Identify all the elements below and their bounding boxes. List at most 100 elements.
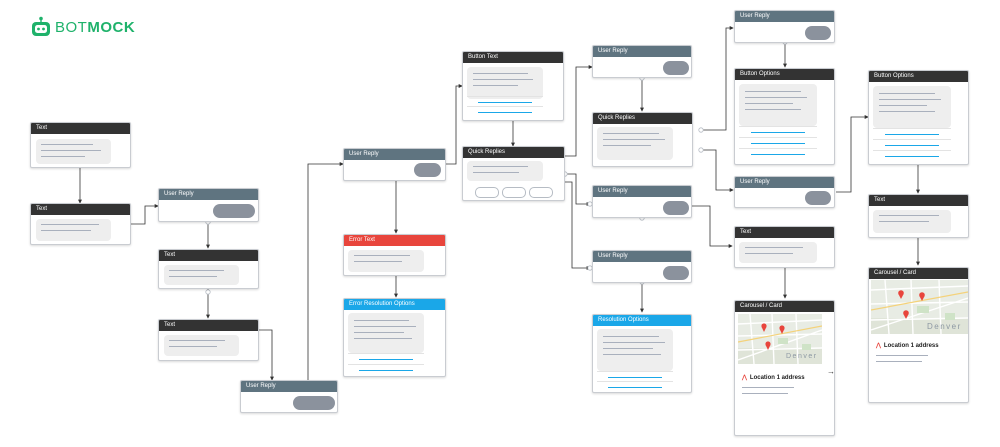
- option-button[interactable]: [597, 371, 673, 383]
- node-text[interactable]: Text: [30, 203, 131, 245]
- map-image: Denver: [738, 314, 822, 364]
- node-title: Button Options: [735, 69, 834, 80]
- text-line: [603, 133, 659, 134]
- text-line: [603, 145, 651, 146]
- text-line: [473, 172, 519, 173]
- node-button-options[interactable]: Button Options: [868, 70, 969, 165]
- location-pin-icon: ⋀: [742, 375, 747, 381]
- text-line: [169, 270, 224, 271]
- quick-reply-chip[interactable]: [529, 187, 553, 198]
- option-button[interactable]: [739, 148, 817, 160]
- node-carousel-card[interactable]: Carousel / Card Denver ⋀Location 1 addre…: [734, 300, 835, 436]
- quick-reply-chip[interactable]: [475, 187, 499, 198]
- node-title: User Reply: [593, 251, 691, 262]
- connector: [565, 181, 591, 270]
- text-line: [879, 221, 929, 222]
- option-button[interactable]: [467, 106, 543, 118]
- node-error-resolution[interactable]: Error Resolution Options: [343, 298, 446, 377]
- text-line: [876, 361, 922, 362]
- robot-icon: [32, 16, 50, 36]
- text-line: [41, 230, 91, 231]
- option-button[interactable]: [348, 364, 424, 376]
- node-text[interactable]: Text: [158, 249, 259, 289]
- node-carousel-card[interactable]: Carousel / Card Denver ⋀Location 1 addre…: [868, 267, 969, 403]
- message-bubble: [348, 313, 424, 353]
- text-line: [41, 150, 101, 151]
- text-line: [879, 99, 941, 100]
- node-button-options[interactable]: Button Options: [734, 68, 835, 165]
- text-line: [354, 326, 416, 327]
- text-line: [354, 255, 410, 256]
- reply-pill: [213, 204, 255, 218]
- text-line: [41, 224, 99, 225]
- node-text[interactable]: Text: [868, 194, 969, 238]
- text-line: [169, 340, 225, 341]
- reply-pill: [293, 396, 335, 410]
- option-button[interactable]: [597, 381, 673, 392]
- node-quick-replies[interactable]: Quick Replies: [592, 112, 693, 167]
- text-line: [603, 342, 665, 343]
- node-title: Text: [31, 204, 130, 215]
- option-button[interactable]: [873, 128, 951, 140]
- quick-reply-chip[interactable]: [502, 187, 526, 198]
- text-line: [745, 91, 801, 92]
- text-line: [169, 276, 217, 277]
- option-button[interactable]: [739, 137, 817, 149]
- connector: [131, 204, 159, 225]
- svg-text:Denver: Denver: [927, 322, 962, 331]
- option-button[interactable]: [467, 96, 543, 108]
- node-user-reply[interactable]: User Reply: [592, 45, 692, 78]
- node-button-text[interactable]: Button Text: [462, 51, 564, 121]
- node-title: Button Text: [463, 52, 563, 63]
- node-user-reply[interactable]: User Reply: [343, 148, 446, 181]
- option-button[interactable]: [873, 139, 951, 151]
- node-user-reply[interactable]: User Reply: [592, 185, 692, 218]
- text-line: [745, 109, 801, 110]
- node-title: Carousel / Card: [869, 268, 968, 279]
- node-title: Carousel / Card: [735, 301, 834, 312]
- node-title: Error Text: [344, 235, 445, 246]
- svg-text:Denver: Denver: [786, 353, 818, 360]
- node-text[interactable]: Text: [158, 319, 259, 361]
- node-error-text[interactable]: Error Text: [343, 234, 446, 276]
- option-button[interactable]: [873, 150, 951, 162]
- text-line: [354, 261, 402, 262]
- node-title: Quick Replies: [463, 147, 564, 158]
- location-address: Location 1 address: [883, 343, 939, 349]
- text-line: [745, 253, 793, 254]
- text-line: [41, 156, 85, 157]
- node-title: Button Options: [869, 71, 968, 82]
- node-user-reply[interactable]: User Reply: [734, 176, 835, 208]
- text-line: [742, 387, 794, 388]
- node-title: User Reply: [735, 177, 834, 188]
- node-quick-replies[interactable]: Quick Replies: [462, 146, 565, 201]
- node-title: User Reply: [735, 11, 834, 22]
- node-text[interactable]: Text: [734, 226, 835, 268]
- node-title: Text: [735, 227, 834, 238]
- location-title: ⋀Location 1 address: [876, 342, 939, 349]
- option-button[interactable]: [739, 126, 817, 138]
- message-bubble: [467, 161, 543, 181]
- text-line: [603, 348, 653, 349]
- option-button[interactable]: [348, 353, 424, 365]
- text-line: [745, 103, 793, 104]
- node-resolution-options[interactable]: Resolution Options: [592, 314, 692, 393]
- reply-pill: [663, 201, 689, 215]
- node-title: Text: [159, 320, 258, 331]
- node-user-reply[interactable]: User Reply: [592, 250, 692, 283]
- node-title: Error Resolution Options: [344, 299, 445, 310]
- node-text[interactable]: Text: [30, 122, 131, 168]
- brand-word-bot: BOT: [55, 18, 88, 36]
- message-bubble: [164, 265, 239, 285]
- text-line: [473, 85, 518, 86]
- next-arrow-icon[interactable]: →: [827, 367, 835, 376]
- node-user-reply[interactable]: User Reply: [240, 380, 338, 413]
- message-bubble: [36, 139, 111, 164]
- connector: [702, 26, 734, 131]
- node-user-reply[interactable]: User Reply: [158, 188, 259, 222]
- node-user-reply[interactable]: User Reply: [734, 10, 835, 43]
- connector: [259, 329, 274, 381]
- connector: [565, 65, 593, 157]
